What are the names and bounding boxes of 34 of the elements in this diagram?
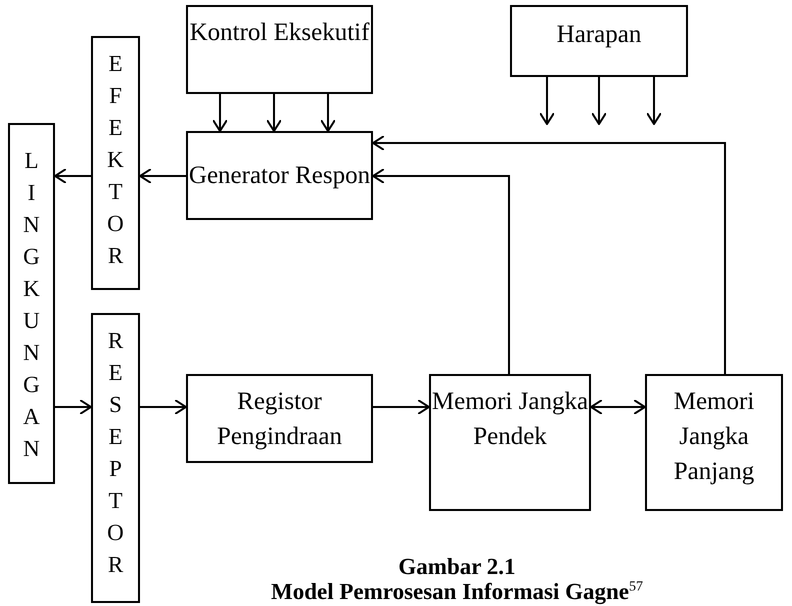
arrow — [372, 168, 510, 374]
box-label: Kontrol Eksekutif — [190, 18, 370, 48]
vertical-label: LINGKUNGAN — [22, 147, 40, 463]
process-box — [186, 5, 373, 94]
vertical-box — [91, 313, 140, 603]
figure-number: Gambar 2.1 — [397, 554, 517, 580]
arrow — [55, 399, 92, 415]
vertical-label: RESEPTOR — [106, 327, 124, 579]
box-label: Generator Respon — [188, 161, 370, 191]
arrow — [372, 135, 726, 374]
arrow — [591, 77, 607, 125]
vertical-label: EFEKTOR — [106, 50, 124, 270]
arrow — [212, 94, 228, 132]
box-label: Harapan — [556, 20, 642, 50]
process-box — [510, 5, 688, 77]
process-box — [186, 131, 373, 220]
arrow — [539, 77, 555, 125]
arrow — [590, 399, 646, 415]
process-box — [186, 374, 373, 463]
arrow — [266, 94, 282, 132]
arrow — [320, 94, 336, 132]
process-box — [429, 374, 591, 511]
arrow — [54, 168, 91, 184]
arrow — [646, 77, 662, 125]
arrow — [139, 168, 186, 184]
arrow — [140, 399, 187, 415]
vertical-box — [8, 123, 55, 484]
arrow — [373, 399, 430, 415]
process-box — [645, 374, 783, 511]
box-label: Memori Jangka Pendek — [431, 387, 589, 452]
box-label: Registor Pengindraan — [216, 386, 343, 452]
vertical-box — [91, 36, 140, 290]
figure-caption: Model Pemrosesan Informasi Gagne$^{57}$ — [270, 579, 644, 604]
box-label: Memori Jangka Panjang — [672, 387, 756, 487]
